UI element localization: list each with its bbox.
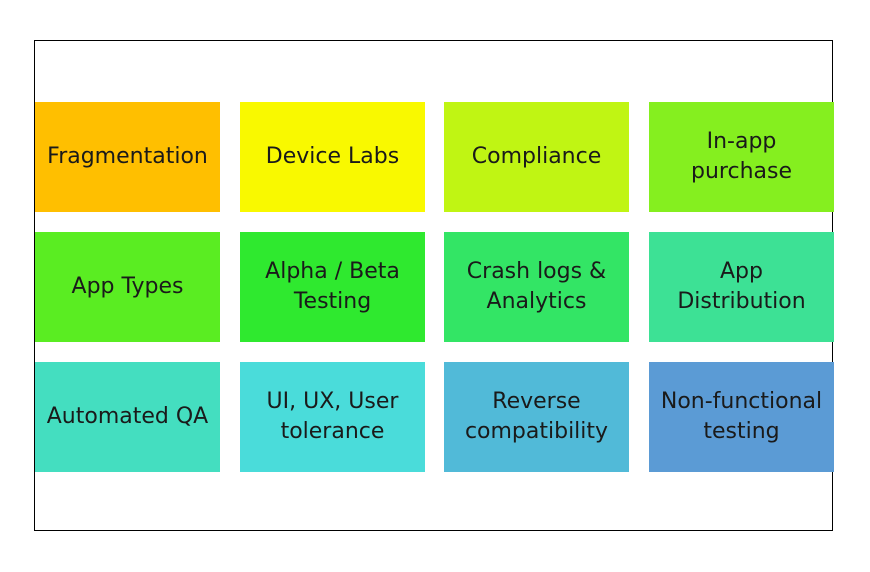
tile-device-labs: Device Labs: [240, 102, 425, 212]
tile-label: Alpha / Beta Testing: [265, 259, 400, 314]
tile-label: Reverse compatibility: [464, 389, 609, 444]
tile-label: Non-functional testing: [660, 389, 823, 444]
tile-label: Fragmentation: [47, 144, 208, 169]
tile-alpha-beta-testing: Alpha / Beta Testing: [240, 232, 425, 342]
tile-app-distribution: App Distribution: [649, 232, 834, 342]
tile-label: UI, UX, User tolerance: [266, 389, 399, 444]
tile-label: In-app purchase: [691, 129, 792, 184]
tile-label: Device Labs: [265, 144, 400, 169]
tile-label: Crash logs & Analytics: [466, 259, 607, 314]
tile-in-app-purchase: In-app purchase: [649, 102, 834, 212]
tile-crash-logs-analytics: Crash logs & Analytics: [444, 232, 629, 342]
tile-label: Automated QA: [46, 404, 209, 429]
tile-reverse-compatibility: Reverse compatibility: [444, 362, 629, 472]
tile-fragmentation: Fragmentation: [35, 102, 220, 212]
tile-label: App Distribution: [677, 259, 806, 314]
tile-app-types: App Types: [35, 232, 220, 342]
tile-automated-qa: Automated QA: [35, 362, 220, 472]
tile-ui-ux-user-tolerance: UI, UX, User tolerance: [240, 362, 425, 472]
tile-non-functional-testing: Non-functional testing: [649, 362, 834, 472]
tile-label: Compliance: [471, 144, 602, 169]
tile-label: App Types: [71, 274, 184, 299]
tile-compliance: Compliance: [444, 102, 629, 212]
